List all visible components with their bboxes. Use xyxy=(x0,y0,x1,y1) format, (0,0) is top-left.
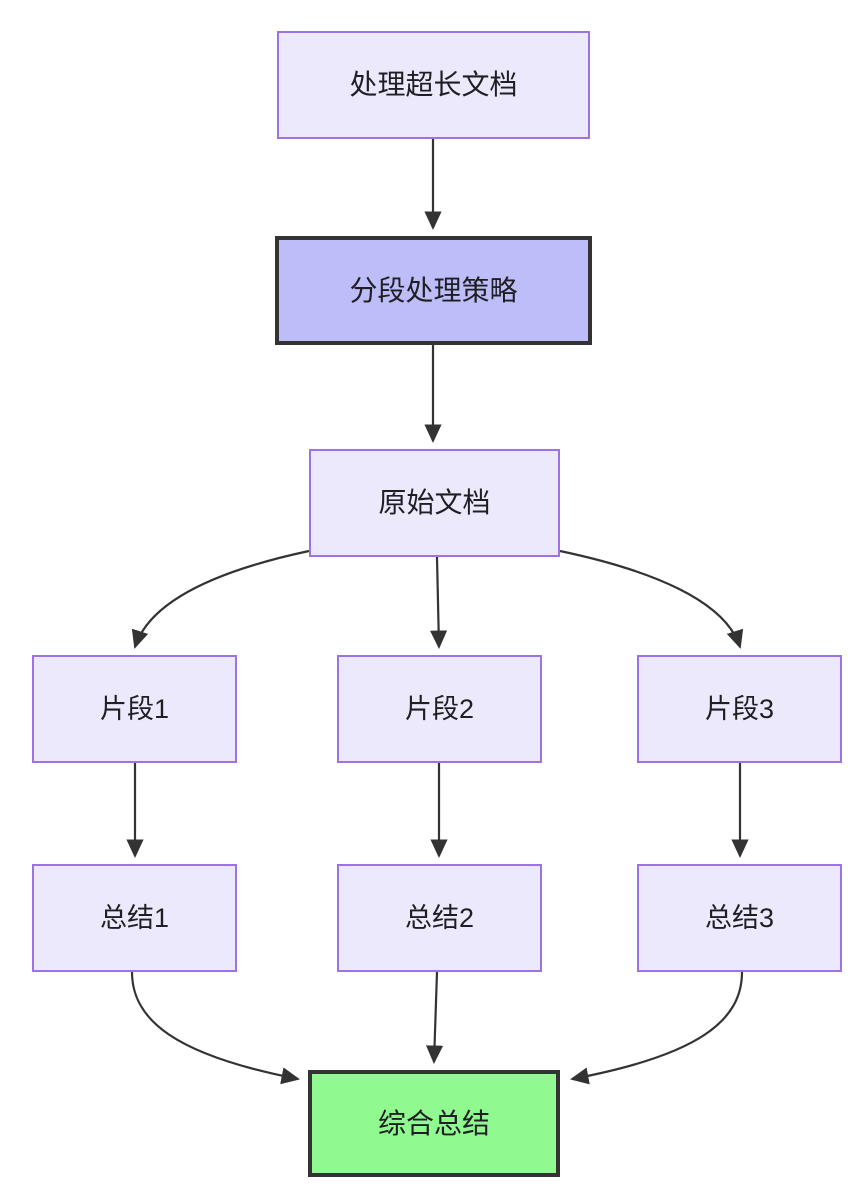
node-combined-summary[interactable]: 综合总结 xyxy=(308,1070,560,1177)
node-label: 片段1 xyxy=(99,693,170,724)
node-chunk-2[interactable]: 片段2 xyxy=(337,655,542,763)
node-label: 总结2 xyxy=(404,902,475,933)
node-source-document[interactable]: 原始文档 xyxy=(309,449,560,557)
edge-summary2-to-final xyxy=(425,971,444,1064)
node-label: 处理超长文档 xyxy=(349,69,518,101)
edge-source-to-chunk2 xyxy=(430,556,448,649)
edge-source-to-chunk3 xyxy=(559,549,744,649)
node-label: 总结1 xyxy=(99,902,170,933)
node-process-long-document[interactable]: 处理超长文档 xyxy=(277,31,590,139)
node-chunking-strategy[interactable]: 分段处理策略 xyxy=(275,236,592,345)
node-label: 总结3 xyxy=(704,902,775,933)
edge-source-to-chunk1 xyxy=(131,549,310,649)
node-label: 综合总结 xyxy=(377,1107,490,1139)
node-label: 分段处理策略 xyxy=(349,274,518,306)
node-label: 原始文档 xyxy=(378,487,491,519)
node-summary-3[interactable]: 总结3 xyxy=(637,864,842,972)
node-chunk-3[interactable]: 片段3 xyxy=(637,655,842,763)
edge-summary3-to-final xyxy=(570,971,744,1085)
node-summary-2[interactable]: 总结2 xyxy=(337,864,542,972)
node-chunk-1[interactable]: 片段1 xyxy=(32,655,237,763)
node-summary-1[interactable]: 总结1 xyxy=(32,864,237,972)
node-label: 片段3 xyxy=(704,693,775,724)
edge-summary1-to-final xyxy=(130,971,300,1085)
node-label: 片段2 xyxy=(404,693,475,724)
